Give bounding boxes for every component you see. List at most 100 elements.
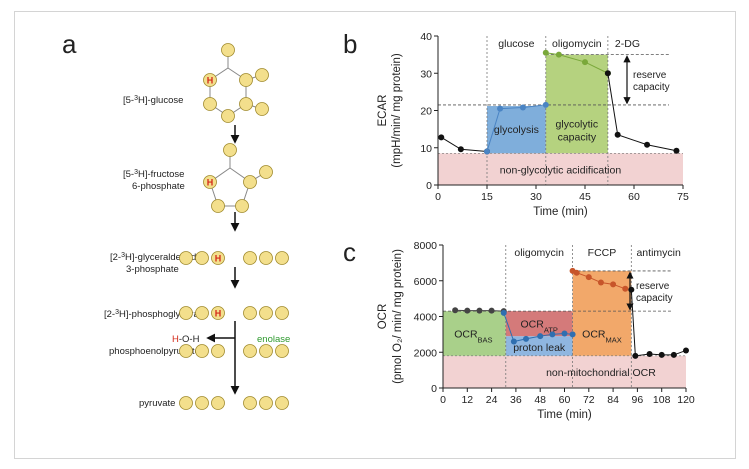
y-tick-label: 30 (420, 68, 432, 80)
data-point (673, 147, 680, 154)
data-point (510, 338, 517, 345)
x-tick-label: 24 (486, 394, 498, 406)
series-line (607, 73, 677, 152)
x-tick-label: 75 (677, 191, 689, 203)
y-axis-label: OCR (377, 304, 389, 330)
carbon-atom (179, 344, 193, 358)
data-point (537, 333, 544, 340)
data-point (484, 148, 490, 155)
carbon-atom (243, 251, 257, 265)
y-axis-label: ECAR (377, 95, 389, 127)
data-point (500, 309, 507, 316)
x-tick-label: 36 (510, 394, 522, 406)
panel-c-label: c (343, 237, 356, 267)
x-tick-label: 15 (481, 191, 493, 203)
data-point (561, 330, 568, 337)
x-tick-label: 12 (461, 394, 473, 406)
region-label: glycolytic (556, 119, 599, 131)
y-tick-label: 2000 (414, 347, 438, 359)
series-line (545, 52, 609, 74)
data-point (683, 347, 689, 354)
y-axis-label-units: (pmol O₂/ min/ mg protein) (392, 249, 404, 384)
carbon-atom (275, 396, 289, 410)
tritium-label: H (207, 76, 214, 86)
carbon-atom (255, 68, 269, 82)
data-point (519, 104, 526, 111)
y-axis-label-units: (mpH/min/ mg protein) (391, 53, 403, 168)
x-tick-label: 72 (583, 394, 595, 406)
y-tick-label: 10 (420, 143, 432, 155)
tritium-label: H (215, 309, 222, 319)
step-pep-label: phosphoenolpyruvate (109, 346, 200, 357)
region-band (505, 311, 573, 337)
y-tick-label: 6000 (414, 276, 438, 288)
carbon-atom (239, 97, 253, 111)
data-point (646, 351, 653, 358)
data-point (464, 307, 471, 314)
y-tick-label: 8000 (414, 240, 438, 252)
data-point (628, 286, 635, 293)
step-glyceraldehyde-label: [2-3H]-glyceraldehyde (110, 252, 202, 264)
carbon-atom (259, 306, 273, 320)
x-tick-label: 96 (632, 394, 644, 406)
region-band (443, 355, 686, 388)
x-tick-label: 30 (530, 191, 542, 203)
carbon-atom (223, 143, 237, 157)
carbon-atom (259, 396, 273, 410)
reserve-label: reserve (636, 281, 670, 292)
tritium-atom (203, 175, 217, 189)
region-label: non-glycolytic acidification (500, 164, 622, 176)
data-point (457, 146, 464, 153)
carbon-atom (243, 344, 257, 358)
reserve-label: reserve (633, 70, 667, 81)
data-point (614, 131, 621, 138)
series-line (441, 136, 488, 152)
data-point (555, 51, 562, 58)
carbon-atom (221, 109, 235, 123)
data-point (549, 331, 556, 338)
carbon-atom (195, 344, 209, 358)
enolase-label: enolase (257, 334, 290, 345)
x-tick-label: 0 (435, 191, 441, 203)
y-tick-label: 4000 (414, 312, 438, 324)
data-point (644, 141, 651, 148)
carbon-atom (211, 199, 225, 213)
water-label: H-O-H (172, 334, 200, 345)
data-point (573, 269, 580, 276)
y-tick-label: 20 (420, 106, 432, 118)
carbon-atom (195, 306, 209, 320)
step-fructose-label-line2: 6-phosphate (132, 181, 185, 192)
carbon-atom (195, 251, 209, 265)
region-band (545, 54, 608, 154)
panel-b-label: b (343, 29, 357, 59)
glucose-molecule (209, 50, 263, 117)
x-tick-label: 60 (628, 191, 640, 203)
tritium-label: H (215, 254, 222, 264)
carbon-atom (275, 344, 289, 358)
ocr-label: OCRMAX (582, 328, 622, 344)
data-point (542, 101, 549, 108)
step-pyruvate-label: pyruvate (139, 398, 175, 409)
ocr-label: OCRBAS (454, 328, 492, 344)
carbon-atom (179, 396, 193, 410)
data-point (658, 351, 665, 358)
data-point (604, 70, 611, 77)
x-tick-label: 0 (440, 394, 446, 406)
data-point (585, 274, 592, 281)
x-axis-label: Time (min) (533, 206, 588, 218)
carbon-atom (243, 306, 257, 320)
data-point (488, 307, 495, 314)
region-label: non-mitochondrial OCR (546, 367, 656, 379)
y-tick-label: 0 (431, 383, 437, 395)
data-point (610, 281, 617, 288)
data-point (582, 59, 588, 66)
carbon-atom (243, 175, 257, 189)
capacity-label: capacity (636, 293, 673, 304)
carbon-atom (195, 396, 209, 410)
y-tick-label: 40 (420, 31, 432, 43)
x-tick-label: 108 (653, 394, 671, 406)
carbon-atom (211, 344, 225, 358)
data-point (452, 307, 459, 314)
